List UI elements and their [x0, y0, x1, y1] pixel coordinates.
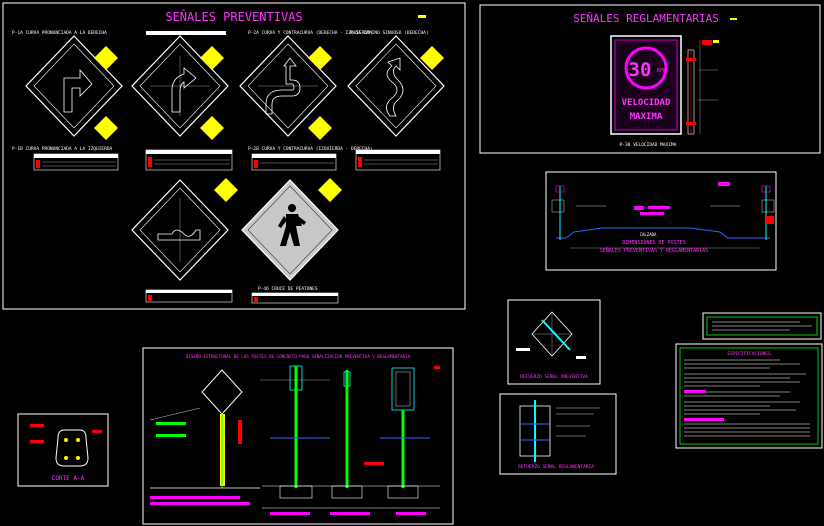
- magenta-marker: [648, 206, 670, 209]
- post-front-view: [260, 365, 330, 499]
- corte-detail: CORTE A-A: [17, 413, 109, 487]
- right-post: [761, 185, 775, 240]
- speed-unit: KPH: [657, 68, 666, 74]
- dimension-table: [251, 153, 337, 171]
- regulatory-signs-panel: SEÑALES REGLAMENTARIAS 30 KPH VELOCIDAD …: [479, 4, 821, 154]
- post-elevation-diamond: [149, 369, 260, 505]
- sign-diamond-1: [25, 35, 123, 140]
- mounting-detail-panel: DISEÑO ESTRUCTURAL DE LOS POSTES DE CONC…: [142, 347, 454, 525]
- yellow-corner-marker: [420, 46, 444, 70]
- preventive-label-p2a: P-2A CURVA Y CONTRACURVA (DERECHA - IZQU…: [248, 30, 373, 36]
- speed-circle: [624, 46, 668, 90]
- sign-diamond-5: [131, 178, 238, 281]
- section-caption-2: SEÑALES PREVENTIVAS Y REGLAMENTARIAS: [600, 247, 708, 254]
- sign-side-profile: [686, 40, 719, 135]
- refuerzo-reglamentaria-detail: REFUERZO SEÑAL REGLAMENTARIA: [499, 393, 617, 475]
- dimension-table: [33, 153, 119, 171]
- notes-box-small: [702, 312, 822, 340]
- sign-diamond-3: [239, 35, 337, 140]
- post-side-view: [331, 370, 384, 499]
- mounting-title: DISEÑO ESTRUCTURAL DE LOS POSTES DE CONC…: [186, 354, 411, 359]
- specifications-notes: ESPECIFICACIONES: [675, 343, 823, 449]
- speed-line1: VELOCIDAD: [622, 98, 671, 108]
- sign-diamond-pedestrian: [241, 178, 342, 281]
- preventive-label-p2b: P-2B CURVA Y CONTRACURVA (IZQUIERDA - DE…: [248, 146, 373, 152]
- left-post: [551, 185, 565, 240]
- preventive-label-bar: [146, 31, 226, 35]
- mounting-frame: [142, 347, 454, 525]
- preventive-title-marker: [418, 15, 426, 18]
- section-caption-1: DIMENSIONES DE POSTES: [622, 240, 685, 246]
- magenta-marker: [718, 182, 730, 186]
- notes-title: ESPECIFICACIONES: [727, 351, 771, 357]
- magenta-marker: [634, 206, 644, 210]
- dimension-table: [355, 149, 441, 171]
- preventive-label-p1a: P-1A CURVA PRONUNCIADA A LA DERECHA: [12, 30, 107, 36]
- post-cross-section: [55, 429, 89, 467]
- yellow-corner-marker: [308, 46, 332, 70]
- yellow-corner-marker: [308, 116, 332, 140]
- preventive-signs-panel: SEÑALES PREVENTIVAS P-1A CURVA PRONUNCIA…: [2, 2, 466, 310]
- preventive-label-p1b: P-1B CURVA PRONUNCIADA A LA IZQUIERDA: [12, 146, 113, 152]
- regulatory-frame: [479, 4, 821, 154]
- dimension-table: [145, 289, 233, 303]
- regulatory-title-marker: [730, 18, 737, 20]
- speed-number: 30: [629, 59, 652, 81]
- pedestrian-icon: [278, 204, 306, 246]
- refuerzo-preventiva-detail: REFUERZO SEÑAL PREVENTIVA: [507, 299, 601, 385]
- sign-diamond-4: [347, 35, 445, 137]
- speed-limit-sign: 30 KPH VELOCIDAD MAXIMA: [610, 35, 682, 135]
- dimension-table: [145, 149, 233, 171]
- notes-lines: [684, 359, 810, 437]
- sign-diamond-2: [131, 35, 229, 140]
- speed-line2: MAXIMA: [630, 112, 663, 122]
- red-marker: [766, 216, 774, 224]
- preventive-title: SEÑALES PREVENTIVAS: [165, 9, 302, 24]
- double-curve-arrow-icon: [265, 57, 301, 115]
- magenta-marker: [640, 212, 664, 215]
- section-road-label: CALZADA: [640, 232, 657, 237]
- curve-right-arrow-icon: [63, 68, 93, 113]
- yellow-corner-marker: [94, 46, 118, 70]
- dimension-table: [251, 292, 339, 304]
- road-cross-section: CALZADA DIMENSIONES DE POSTES SEÑALES PR…: [545, 171, 777, 271]
- winding-road-icon: [386, 57, 404, 117]
- yellow-corner-marker: [318, 178, 342, 202]
- preventive-frame: [2, 2, 466, 310]
- regulatory-caption: R-30 VELOCIDAD MAXIMA: [620, 142, 677, 148]
- preventive-label-p5a: P-5A CAMINO SINUOSO (DERECHA): [350, 30, 429, 36]
- curve-left-arrow-icon: [171, 67, 197, 113]
- curve-countercurve-icon: [157, 229, 201, 241]
- corte-caption: CORTE A-A: [52, 475, 85, 482]
- section-frame: [545, 171, 777, 271]
- preventive-label-p46: P-46 CRUCE DE PEATONES: [258, 286, 318, 292]
- post-regulatory-view: [380, 366, 440, 499]
- refuerzo-reglamentaria-caption: REFUERZO SEÑAL REGLAMENTARIA: [518, 463, 594, 470]
- yellow-corner-marker: [214, 178, 238, 202]
- refuerzo-preventiva-caption: REFUERZO SEÑAL PREVENTIVA: [520, 373, 588, 380]
- ground-line: [262, 485, 440, 509]
- road-profile: [556, 227, 770, 239]
- yellow-corner-marker: [200, 46, 224, 70]
- regulatory-title: SEÑALES REGLAMENTARIAS: [573, 12, 719, 25]
- yellow-corner-marker: [94, 116, 118, 140]
- yellow-corner-marker: [200, 116, 224, 140]
